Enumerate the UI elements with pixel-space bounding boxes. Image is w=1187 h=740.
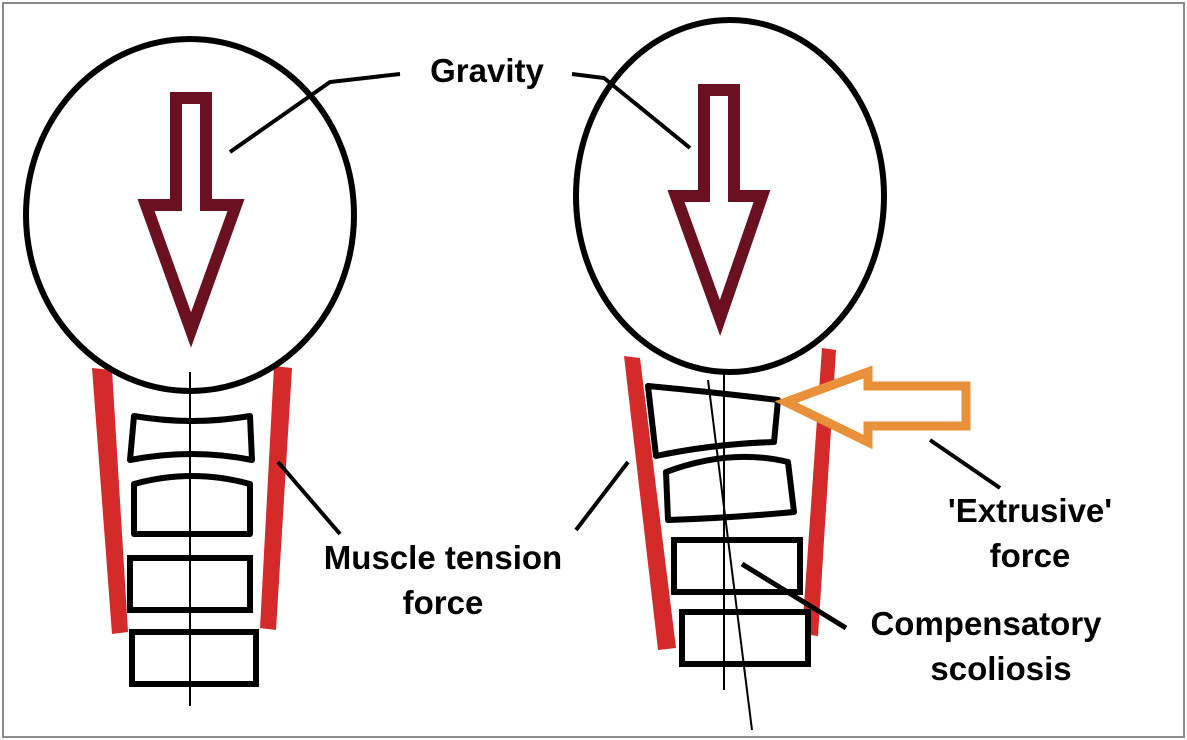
- left-vertebra-2: [134, 476, 250, 534]
- muscle-tension-label-line2: force: [358, 582, 528, 624]
- extrusive-leader: [930, 440, 1000, 488]
- left-muscle-left: [92, 368, 128, 634]
- muscle-tension-label-line1: Muscle tension: [298, 537, 588, 579]
- left-figure: [26, 39, 400, 706]
- extrusive-label-line1: 'Extrusive': [920, 490, 1140, 532]
- compensatory-label-line2: scoliosis: [916, 648, 1086, 690]
- compensatory-label-line1: Compensatory: [846, 603, 1126, 645]
- left-vertebra-4: [132, 632, 256, 684]
- gravity-label: Gravity: [412, 50, 562, 92]
- muscle-tension-leader: [278, 462, 340, 534]
- right-vertebra-3: [674, 540, 800, 592]
- extrusive-label-line2: force: [950, 535, 1110, 577]
- left-muscle-right: [260, 366, 292, 630]
- right-vertebra-2: [666, 457, 794, 520]
- right-vertebra-4: [682, 612, 808, 664]
- muscle-tension-leader-right: [576, 462, 628, 530]
- extrusive-force-arrow: [786, 372, 966, 442]
